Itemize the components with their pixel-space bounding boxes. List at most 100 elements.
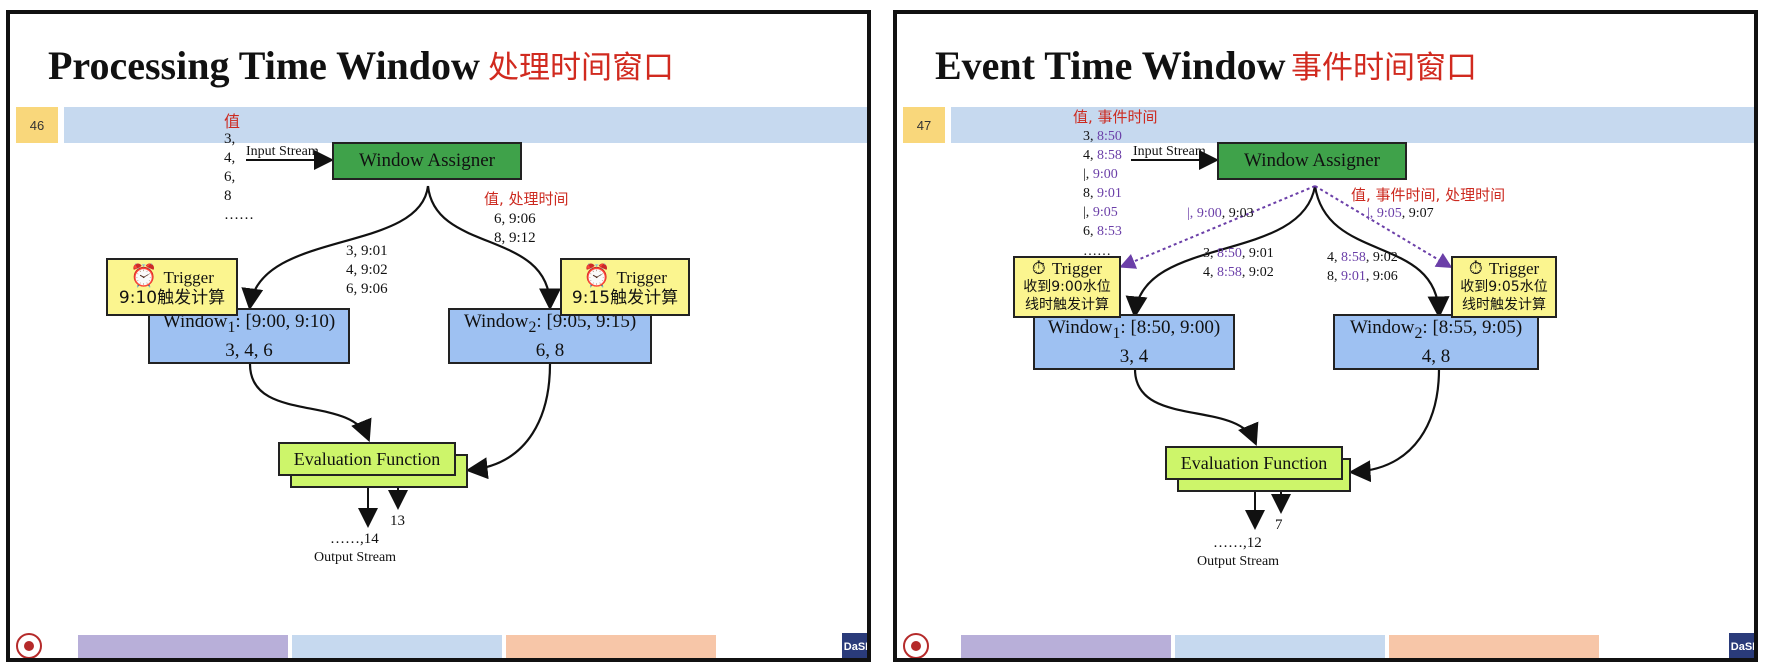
branch-value: 3, 8:50, 9:01: [1203, 246, 1274, 261]
dasi-logo: DaSI: [842, 633, 867, 658]
window-values: 6, 8: [535, 339, 565, 361]
right-branch-label: 值, 处理时间: [484, 190, 569, 208]
alarm-clock-icon: ⏱: [1031, 258, 1046, 279]
output-stream-label: Output Stream: [314, 550, 397, 565]
output-stream-label: Output Stream: [1197, 554, 1280, 569]
input-value: 8, 9:01: [1083, 186, 1122, 201]
trigger2-box: ⏰Trigger 9:15触发计算: [560, 258, 690, 316]
branch-value: 4, 9:02: [346, 262, 388, 278]
window1-box: Window1: [8:50, 9:00) 3, 4: [1033, 314, 1235, 370]
alarm-clock-icon: ⏰: [583, 263, 611, 289]
trigger-line: 收到9:00水位: [1023, 279, 1111, 295]
slide-processing-time: Processing Time Window 处理时间窗口 46 值 3, 4,…: [6, 10, 871, 662]
university-logo-icon: [903, 633, 929, 658]
branch-value: 6, 9:06: [346, 281, 388, 297]
output-value: 13: [390, 513, 405, 529]
input-value: 6,: [224, 169, 236, 185]
watermark-left: |, 9:00, 9:03: [1187, 206, 1254, 221]
trigger-title: Trigger: [1051, 259, 1103, 278]
input-value: 8: [224, 188, 232, 204]
assigner-to-window1-arrow: [1125, 185, 1317, 319]
input-value: |, 9:05: [1083, 205, 1118, 220]
slide-event-time: Event Time Window 事件时间窗口 47 值, 事件时间 3, 8…: [893, 10, 1758, 662]
university-logo-icon: [16, 633, 42, 658]
branch-value: 6, 9:06: [494, 211, 536, 227]
input-value: 3,: [224, 131, 236, 147]
window-values: 4, 8: [1421, 345, 1451, 367]
window2-box: Window2: [8:55, 9:05) 4, 8: [1333, 314, 1539, 370]
trigger1-box: ⏰Trigger 9:10触发计算: [106, 258, 238, 316]
flow-arrows: [1119, 150, 1453, 530]
assigner-to-window1-arrow: [241, 185, 430, 311]
window-assigner-box: Window Assigner: [1217, 142, 1407, 180]
alarm-clock-icon: ⏰: [130, 263, 158, 289]
trigger2-box: ⏱Trigger 收到9:05水位 线时触发计算: [1451, 256, 1557, 318]
trigger-line: 线时触发计算: [1025, 297, 1109, 313]
dasi-logo: DaSI: [1729, 633, 1754, 658]
window-range: : [8:50, 9:00): [1120, 317, 1221, 339]
input-stream-label: Input Stream: [1133, 144, 1206, 159]
input-value: 4,: [224, 150, 236, 166]
window-name: Window: [463, 311, 529, 333]
trigger-title: Trigger: [163, 267, 214, 287]
header-band: [64, 107, 867, 143]
input-value: 3, 8:50: [1083, 129, 1122, 144]
input-value: |, 9:00: [1083, 167, 1118, 182]
slide-subtitle: 处理时间窗口: [488, 50, 674, 86]
branch-value: 8, 9:01, 9:06: [1327, 269, 1398, 284]
output-value: ……,14: [330, 531, 379, 547]
input-ellipsis: ……: [1083, 244, 1111, 259]
watermark-to-trigger2-arrow: [1314, 185, 1453, 269]
branch-value: 3, 9:01: [346, 243, 388, 259]
flow-arrows: [241, 150, 561, 528]
right-branch-label: 值, 事件时间, 处理时间: [1351, 186, 1506, 204]
window-name: Window: [1349, 317, 1415, 339]
trigger-title: Trigger: [616, 267, 667, 287]
trigger-line: 线时触发计算: [1462, 297, 1546, 313]
header-band: [951, 107, 1754, 143]
trigger1-box: ⏱ Trigger 收到9:00水位 线时触发计算: [1013, 256, 1121, 318]
window-values: 3, 4: [1119, 345, 1149, 367]
window2-to-eval-arrow: [465, 363, 552, 480]
watermark-right: |, 9:05, 9:07: [1367, 206, 1434, 221]
footer-strip: [1175, 635, 1385, 658]
window-index: 1: [227, 318, 236, 336]
window-index: 2: [528, 318, 537, 336]
evaluation-function-box: Evaluation Function: [1165, 446, 1343, 480]
trigger-action: 9:10触发计算: [118, 287, 226, 308]
slide-number: 47: [903, 107, 945, 143]
slide-subtitle: 事件时间窗口: [1291, 50, 1477, 86]
evaluation-function-box: Evaluation Function: [278, 442, 456, 476]
trigger-title: Trigger: [1488, 259, 1540, 278]
footer-strip: [1389, 635, 1599, 658]
input-value: 4, 8:58: [1083, 148, 1122, 163]
window2-to-eval-arrow: [1348, 368, 1441, 483]
window-range: : [9:05, 9:15): [536, 311, 637, 333]
window1-box: Window1: [9:00, 9:10) 3, 4, 6: [148, 308, 350, 364]
window1-to-eval-arrow: [248, 363, 372, 443]
slide-number: 46: [16, 107, 58, 143]
output-value: ……,12: [1213, 535, 1262, 551]
branch-value: 8, 9:12: [494, 230, 536, 246]
window1-to-eval-arrow: [1133, 368, 1259, 447]
window-name: Window: [162, 311, 228, 333]
window-range: : [8:55, 9:05): [1422, 317, 1523, 339]
branch-value: 4, 8:58, 9:02: [1203, 265, 1274, 280]
slide-title: Processing Time Window: [48, 43, 480, 88]
window-values: 3, 4, 6: [225, 339, 273, 361]
value-label: 值, 事件时间: [1073, 108, 1158, 126]
alarm-clock-icon: ⏱: [1468, 258, 1483, 279]
footer-strip: [292, 635, 502, 658]
assigner-to-window2-arrow: [426, 185, 561, 311]
input-stream-label: Input Stream: [246, 144, 319, 159]
input-value: 6, 8:53: [1083, 224, 1122, 239]
slide-title: Event Time Window: [935, 43, 1286, 88]
window-index: 1: [1112, 324, 1121, 342]
trigger-action: 9:15触发计算: [571, 287, 679, 308]
window-index: 2: [1414, 324, 1423, 342]
watermark-to-trigger1-arrow: [1119, 185, 1316, 269]
footer-strip: [506, 635, 716, 658]
assigner-to-window2-arrow: [1313, 185, 1450, 319]
footer-strip: [961, 635, 1171, 658]
window-name: Window: [1047, 317, 1113, 339]
